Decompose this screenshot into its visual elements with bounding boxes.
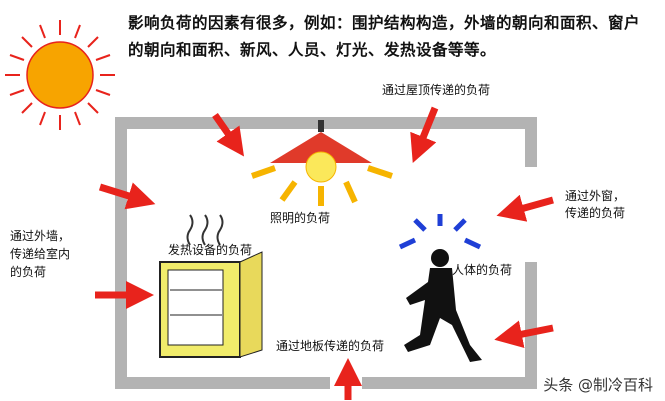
refrigerator-icon [159, 214, 263, 358]
watermark: 头条 @制冷百科 [543, 376, 653, 394]
sun-icon [5, 20, 115, 130]
wall-load-label-2: 传递给室内 [10, 247, 71, 261]
person-icon [404, 249, 482, 362]
window-load-label-1: 通过外窗， [565, 189, 626, 203]
wall-load-label-1: 通过外墙， [10, 229, 71, 243]
equipment-load-label: 发热设备的负荷 [168, 243, 253, 257]
window-load-label-2: 传递的负荷 [565, 206, 626, 220]
roof-load-label: 通过屋顶传递的负荷 [382, 83, 491, 97]
lighting-load-label: 照明的负荷 [270, 211, 331, 225]
people-load-label: 人体的负荷 [452, 263, 513, 277]
wall-load-label-3: 的负荷 [10, 265, 47, 279]
lamp-icon [270, 120, 372, 183]
light-arrows [251, 165, 393, 206]
floor-load-label: 通过地板传递的负荷 [276, 339, 385, 353]
heat-arrows [95, 106, 554, 400]
people-heat-arrows [398, 214, 482, 250]
diagram-title: 影响负荷的因素有很多，例如：围护结构构造，外墙的朝向和面积、窗户的朝向和面积、新… [128, 14, 641, 59]
